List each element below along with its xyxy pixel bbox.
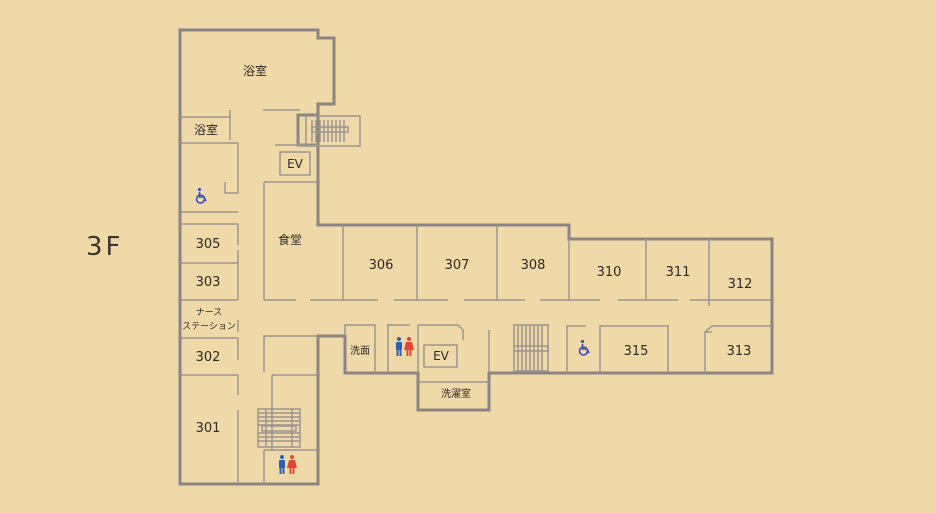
room-label-laundry: 洗濯室	[441, 387, 471, 400]
wheelchair-icon	[578, 339, 590, 356]
stairs-southwest	[257, 408, 301, 448]
restroom-icon	[396, 337, 414, 356]
room-label-dining: 食堂	[278, 232, 302, 247]
room-label-307: 307	[445, 258, 470, 273]
room-label-310: 310	[597, 265, 622, 280]
room-label-308: 308	[521, 258, 546, 273]
west-wing-partitions	[180, 109, 318, 484]
outer-walls	[178, 28, 774, 486]
room-label-bath-large: 浴室	[243, 63, 267, 78]
stairs-central	[513, 324, 549, 372]
room-label-312: 312	[728, 277, 753, 292]
south-corridor-partitions	[344, 324, 772, 383]
north-corridor-partitions	[264, 225, 772, 306]
room-label-305: 305	[196, 237, 221, 252]
room-label-nurse-2: ステーション	[182, 321, 236, 332]
room-label-311: 311	[666, 265, 691, 280]
room-label-301: 301	[196, 421, 221, 436]
floor-label: 3F	[86, 232, 124, 262]
stairs-north	[305, 115, 361, 147]
room-label-washroom: 洗面	[350, 345, 370, 357]
room-label-ev-north: EV	[287, 157, 304, 171]
room-label-bath-small: 浴室	[194, 122, 218, 137]
room-label-306: 306	[369, 258, 394, 273]
wheelchair-icon	[195, 187, 207, 204]
room-label-nurse-1: ナース	[196, 307, 223, 318]
room-label-313: 313	[727, 344, 752, 359]
room-label-303: 303	[196, 275, 221, 290]
room-labels: 浴室 浴室 EV 食堂 305 303 ナース ステーション 302 301 3…	[182, 63, 752, 436]
room-label-302: 302	[196, 350, 221, 365]
room-label-315: 315	[624, 344, 649, 359]
restroom-icon	[279, 455, 297, 474]
room-label-ev-south: EV	[433, 349, 450, 363]
